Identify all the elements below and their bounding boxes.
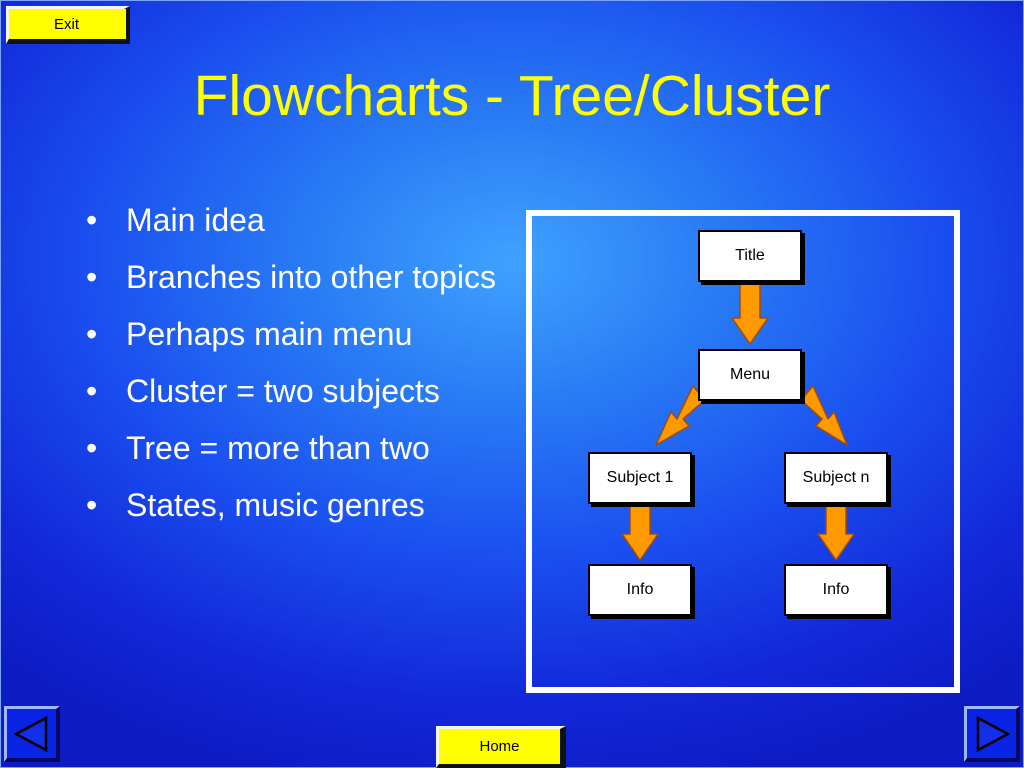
bullet-item: • Perhaps main menu (86, 310, 506, 358)
flowchart-frame (526, 210, 960, 693)
exit-button[interactable]: Exit (6, 6, 130, 44)
previous-slide-button[interactable] (4, 706, 60, 762)
bullet-dot: • (86, 373, 98, 409)
bullet-dot: • (86, 487, 98, 523)
bullet-dot: • (86, 430, 98, 466)
bullet-dot: • (86, 259, 98, 295)
bullet-item: • Cluster = two subjects (86, 367, 506, 415)
flowchart-node-menu: Menu (698, 349, 802, 401)
bullet-text: Perhaps main menu (126, 316, 413, 352)
bullet-list: • Main idea • Branches into other topics •… (86, 196, 506, 538)
triangle-left-icon (12, 715, 47, 752)
bullet-text: Branches into other topics (126, 259, 496, 295)
flowchart-node-title: Title (698, 230, 802, 282)
bullet-text: States, music genres (126, 487, 425, 523)
flowchart-node-subject-1: Subject 1 (588, 452, 692, 504)
bullet-text: Tree = more than two (126, 430, 430, 466)
home-button[interactable]: Home (436, 726, 566, 768)
bullet-item: • Main idea (86, 196, 506, 244)
bullet-text: Cluster = two subjects (126, 373, 440, 409)
home-button-label[interactable]: Home (439, 729, 560, 764)
flowchart-node-subject-n: Subject n (784, 452, 888, 504)
bullet-text: Main idea (126, 202, 265, 238)
bullet-dot: • (86, 316, 98, 352)
exit-button-label[interactable]: Exit (9, 9, 126, 39)
bullet-item: • Branches into other topics (86, 253, 506, 301)
bullet-item: • States, music genres (86, 481, 506, 529)
next-slide-button[interactable] (964, 706, 1020, 762)
bullet-item: • Tree = more than two (86, 424, 506, 472)
flowchart-node-info-n: Info (784, 564, 888, 616)
flowchart-node-info-1: Info (588, 564, 692, 616)
bullet-dot: • (86, 202, 98, 238)
triangle-right-icon (976, 715, 1011, 752)
page-title: Flowcharts - Tree/Cluster (193, 64, 831, 128)
